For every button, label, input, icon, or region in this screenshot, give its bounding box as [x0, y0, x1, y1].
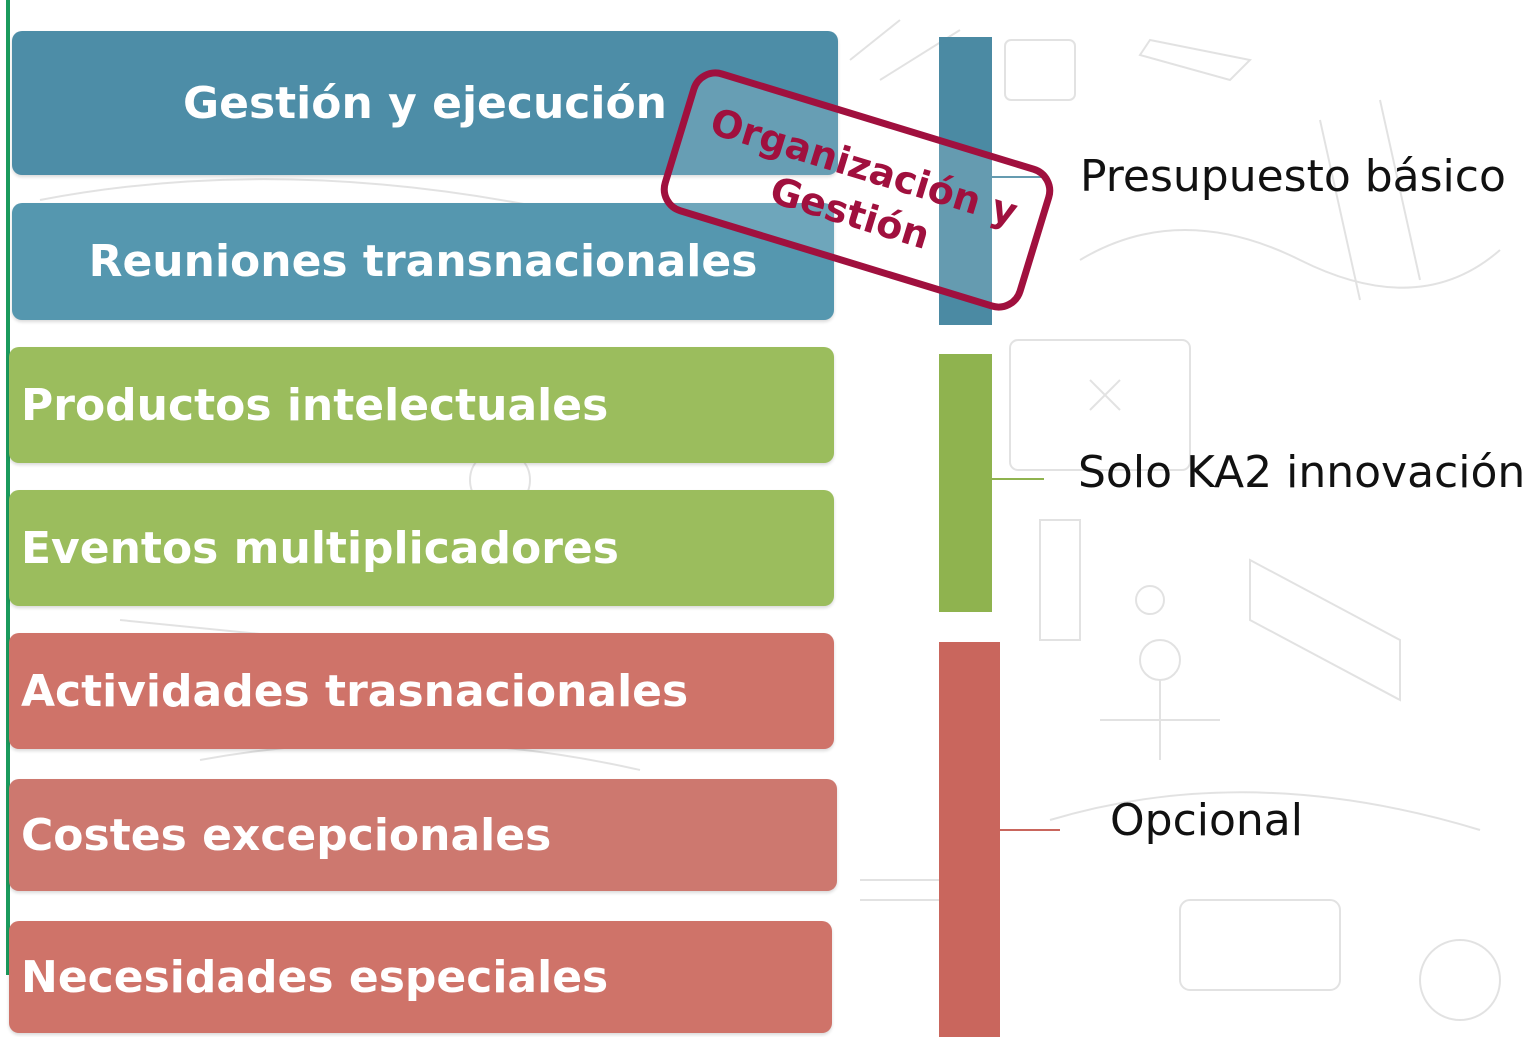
- bar-reuniones-transnacionales: Reuniones transnacionales: [12, 203, 834, 320]
- bar-label: Necesidades especiales: [21, 951, 609, 1003]
- group-label-opcional: Opcional: [1110, 795, 1303, 846]
- left-accent-rule: [6, 0, 10, 975]
- group-bar-opcional: [939, 642, 1000, 1037]
- bar-costes-excepcionales: Costes excepcionales: [9, 779, 837, 891]
- bar-label: Reuniones transnacionales: [88, 236, 758, 287]
- group-bar-presupuesto: [939, 37, 992, 325]
- group-label-ka2: Solo KA2 innovación: [1078, 447, 1526, 498]
- group-label-presupuesto: Presupuesto básico: [1080, 151, 1506, 202]
- bar-label: Actividades trasnacionales: [21, 665, 689, 717]
- bar-productos-intelectuales: Productos intelectuales: [9, 347, 834, 463]
- bar-label: Gestión y ejecución: [182, 77, 668, 129]
- connector-ka2: [992, 478, 1044, 480]
- group-bar-ka2: [939, 354, 992, 612]
- bar-gestion-ejecucion: Gestión y ejecución: [12, 31, 838, 175]
- connector-presupuesto: [992, 176, 1044, 178]
- connector-opcional: [1000, 829, 1060, 831]
- bar-label: Productos intelectuales: [21, 379, 609, 431]
- bar-label: Eventos multiplicadores: [21, 522, 619, 574]
- bar-necesidades-especiales: Necesidades especiales: [9, 921, 832, 1033]
- bar-actividades-trasnacionales: Actividades trasnacionales: [9, 633, 834, 749]
- bar-label: Costes excepcionales: [21, 809, 552, 861]
- bar-eventos-multiplicadores: Eventos multiplicadores: [9, 490, 834, 606]
